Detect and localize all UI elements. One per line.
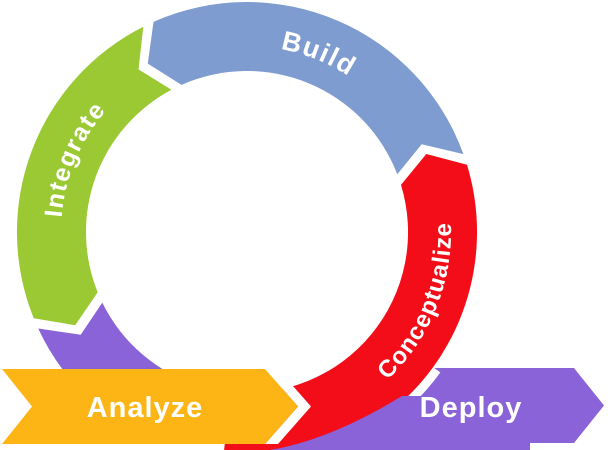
label-deploy: Deploy [420, 392, 523, 424]
deploy-ring-overlap [270, 396, 530, 450]
arrow-analyze [2, 369, 298, 444]
label-analyze: Analyze [87, 392, 204, 424]
segment-conceptualize [224, 154, 477, 450]
segment-build [147, 2, 464, 175]
segment-integrate [16, 26, 172, 326]
junction-gap-build-integrate [138, 20, 185, 90]
junction-gap-conceptualize-build [397, 144, 469, 188]
junction-gap-analyze-conceptualize [265, 369, 311, 444]
junction-gap-integrate-deploy [32, 289, 103, 335]
